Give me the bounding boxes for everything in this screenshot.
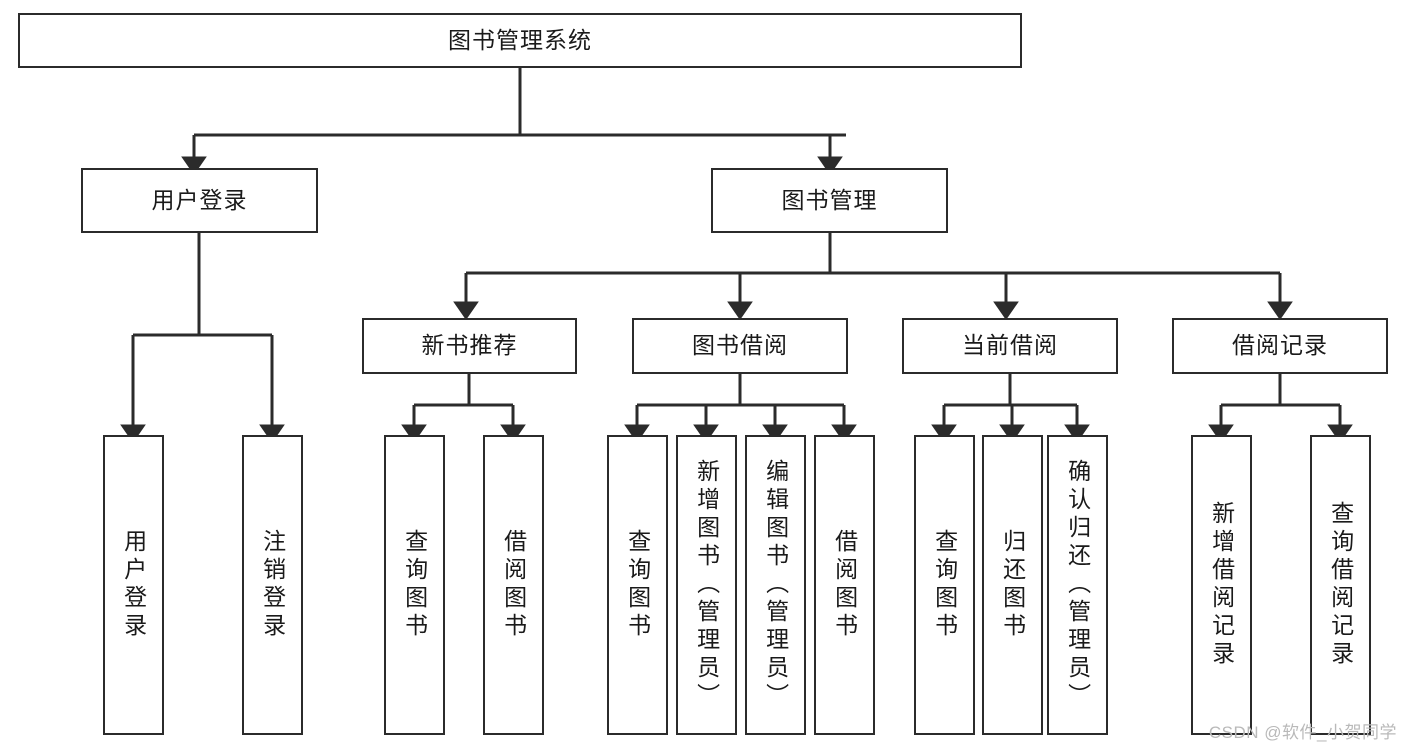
node-label: 新增借阅记录 — [1208, 501, 1235, 669]
leaf-add-book-admin[interactable]: 新增图书（管理员） — [676, 435, 737, 735]
node-label: 查询图书 — [624, 529, 651, 641]
node-book-management[interactable]: 图书管理 — [711, 168, 948, 233]
node-label: 归还图书 — [999, 529, 1026, 641]
csdn-watermark: CSDN @软件_小贺同学 — [1208, 723, 1397, 742]
node-book-borrow[interactable]: 图书借阅 — [632, 318, 848, 374]
node-label: 图书管理 — [781, 186, 878, 213]
node-user-login[interactable]: 用户登录 — [81, 168, 318, 233]
node-label: 编辑图书（管理员） — [762, 459, 789, 711]
node-label: 图书借阅 — [692, 332, 788, 359]
node-root-book-management-system[interactable]: 图书管理系统 — [18, 13, 1022, 68]
leaf-borrow-book-recommend[interactable]: 借阅图书 — [483, 435, 544, 735]
node-label: 查询图书 — [931, 529, 958, 641]
node-label: 借阅图书 — [831, 529, 858, 641]
node-label: 借阅图书 — [500, 529, 527, 641]
leaf-edit-book-admin[interactable]: 编辑图书（管理员） — [745, 435, 806, 735]
node-new-book-recommend[interactable]: 新书推荐 — [362, 318, 577, 374]
leaf-borrow-book-borrow[interactable]: 借阅图书 — [814, 435, 875, 735]
leaf-return-book[interactable]: 归还图书 — [982, 435, 1043, 735]
node-label: 借阅记录 — [1232, 332, 1328, 359]
node-label: 新增图书（管理员） — [693, 459, 720, 711]
leaf-add-borrow-record[interactable]: 新增借阅记录 — [1191, 435, 1252, 735]
leaf-confirm-return-admin[interactable]: 确认归还（管理员） — [1047, 435, 1108, 735]
leaf-query-book-current[interactable]: 查询图书 — [914, 435, 975, 735]
node-borrow-record[interactable]: 借阅记录 — [1172, 318, 1388, 374]
node-label: 当前借阅 — [962, 332, 1058, 359]
leaf-user-login[interactable]: 用户登录 — [103, 435, 164, 735]
leaf-logout-login[interactable]: 注销登录 — [242, 435, 303, 735]
node-label: 确认归还（管理员） — [1064, 459, 1091, 711]
node-current-borrow[interactable]: 当前借阅 — [902, 318, 1118, 374]
node-label: 图书管理系统 — [448, 26, 592, 53]
node-label: 用户登录 — [151, 186, 248, 213]
node-label: 查询借阅记录 — [1327, 501, 1354, 669]
node-label: 查询图书 — [401, 529, 428, 641]
leaf-query-book-borrow[interactable]: 查询图书 — [607, 435, 668, 735]
leaf-query-borrow-record[interactable]: 查询借阅记录 — [1310, 435, 1371, 735]
node-label: 新书推荐 — [421, 332, 518, 359]
node-label: 用户登录 — [120, 529, 147, 641]
leaf-query-book-recommend[interactable]: 查询图书 — [384, 435, 445, 735]
node-label: 注销登录 — [259, 529, 286, 641]
